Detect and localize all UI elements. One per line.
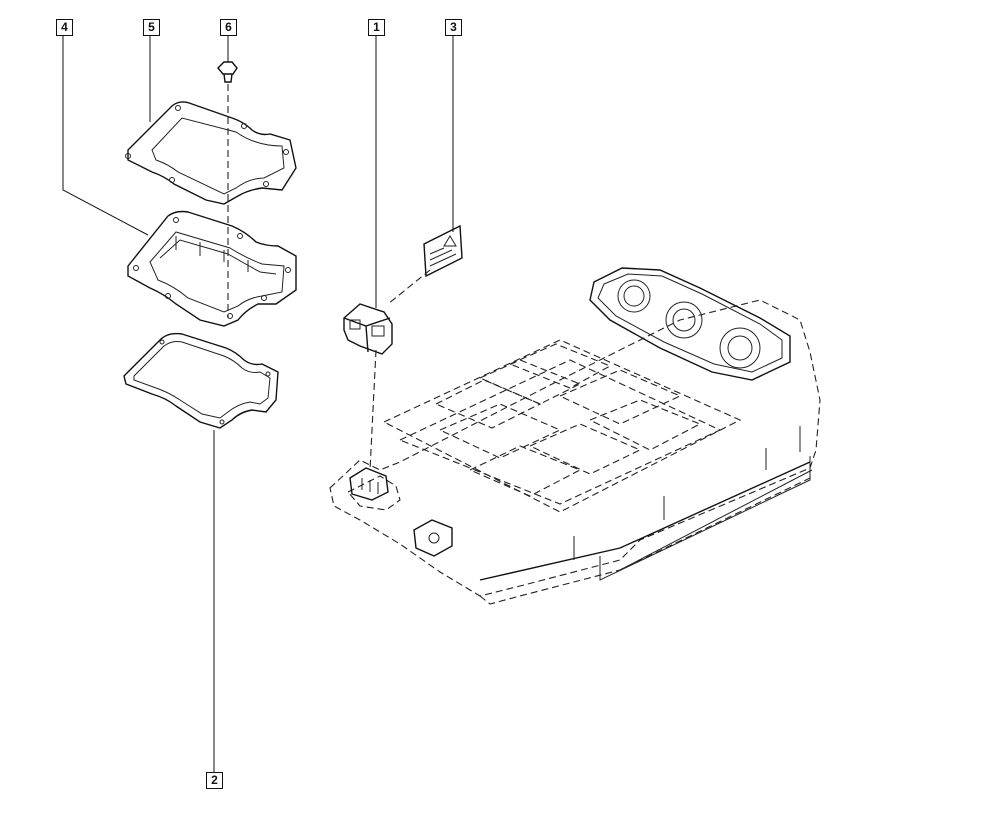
callout-5: 5 bbox=[143, 19, 160, 36]
callout-6: 6 bbox=[220, 19, 237, 36]
leader-lines bbox=[62, 35, 454, 772]
part-1-connector bbox=[343, 303, 393, 471]
callout-3: 3 bbox=[445, 19, 462, 36]
part-5-cover-plate bbox=[125, 101, 297, 205]
callout-2: 2 bbox=[206, 772, 223, 789]
part-3-warning-label bbox=[387, 224, 463, 305]
callout-4: 4 bbox=[56, 19, 73, 36]
part-4-housing bbox=[127, 210, 297, 327]
part-2-gasket bbox=[123, 332, 279, 429]
callout-1: 1 bbox=[368, 19, 385, 36]
battery-pack bbox=[329, 267, 821, 605]
part-6-clip bbox=[217, 61, 238, 318]
leader-4 bbox=[62, 35, 149, 236]
